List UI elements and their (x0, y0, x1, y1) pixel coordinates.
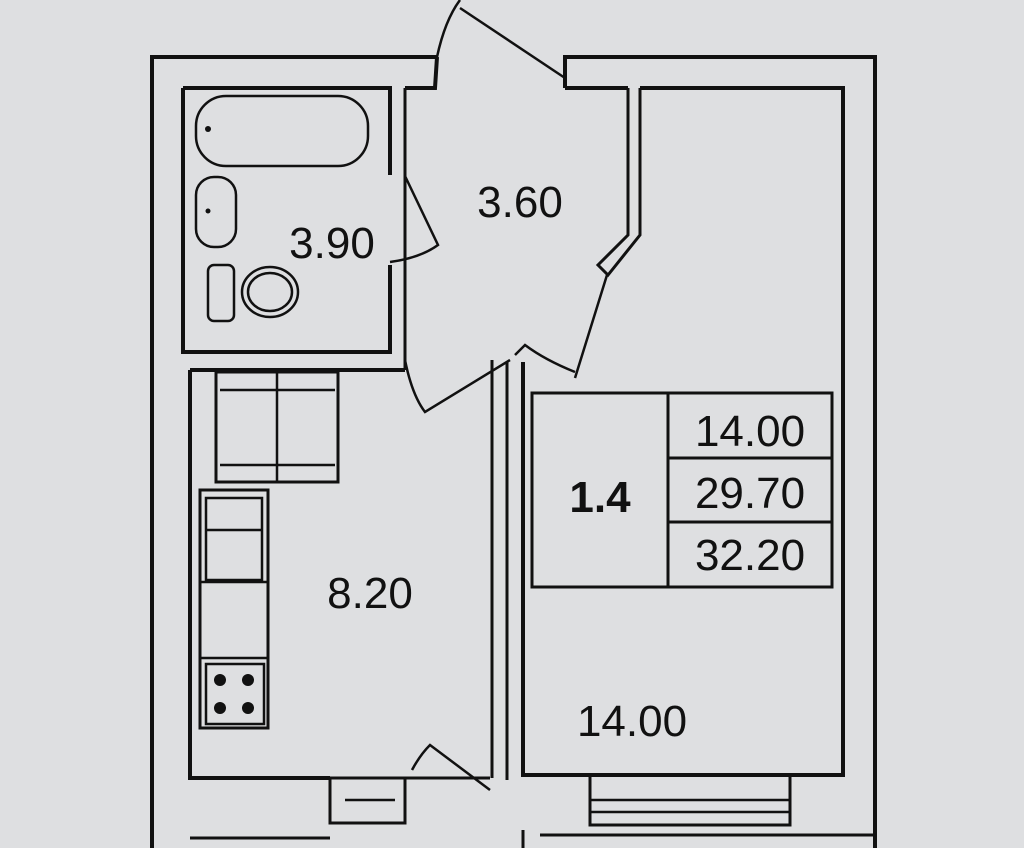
kitchen-sink-icon (198, 488, 270, 730)
kitchen-door-icon (403, 358, 511, 414)
stove-icon (204, 662, 266, 726)
kitchen-area-label: 8.20 (327, 569, 413, 618)
area-info-table: 1.4 14.00 29.70 32.20 (530, 391, 834, 589)
cabinets-icon (214, 370, 340, 484)
entrance-door-icon (435, 0, 566, 80)
total-area-value: 32.20 (695, 531, 805, 580)
toilet-icon (206, 263, 300, 323)
bathroom-door-icon (389, 175, 440, 264)
living-area-value: 14.00 (695, 407, 805, 456)
area-excl-balcony-value: 29.70 (695, 469, 805, 518)
living-room-area-label: 14.00 (577, 697, 687, 746)
hall-area-label: 3.60 (477, 178, 563, 227)
apartment-number: 1.4 (569, 473, 631, 522)
outer-walls (150, 55, 877, 848)
bathroom-area-label: 3.90 (289, 219, 375, 268)
bathtub-icon (194, 94, 370, 168)
sink-icon (194, 175, 238, 249)
kitchen (188, 358, 511, 840)
bathroom (181, 86, 440, 370)
living-room (505, 86, 875, 848)
